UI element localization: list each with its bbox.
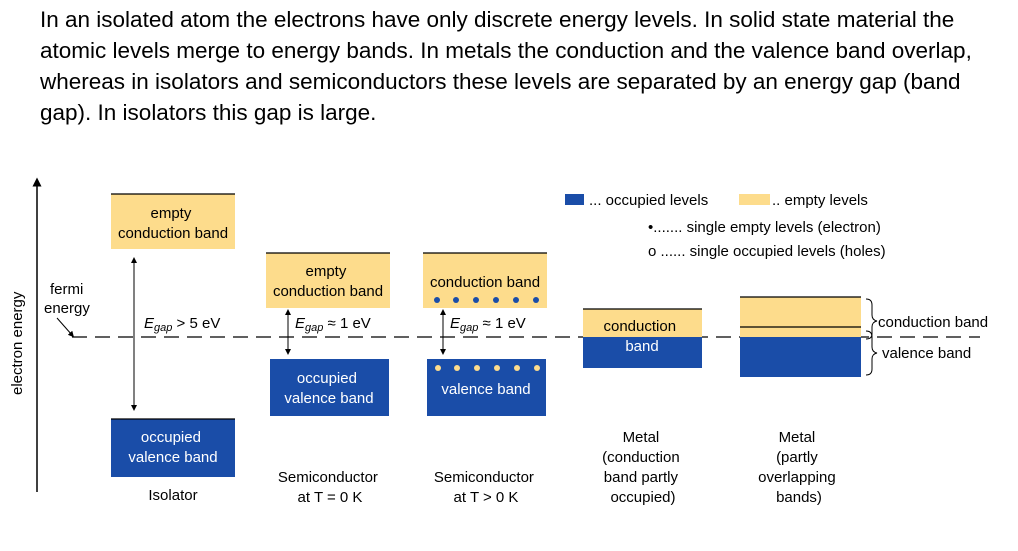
semiT-valence-band — [427, 359, 546, 416]
semiT-caption: Semiconductor at T > 0 K — [434, 469, 538, 506]
legend-electron-label: •....... single empty levels (electron) — [648, 219, 881, 236]
metal2-caption: Metal (partly overlapping bands) — [758, 429, 840, 506]
legend-occupied-swatch — [565, 194, 584, 205]
metal1-band-occupied — [583, 337, 702, 368]
semi0-conduction-band — [266, 253, 390, 308]
hole-dot — [454, 365, 460, 371]
hole-dot — [514, 365, 520, 371]
metal1-band-empty — [583, 309, 702, 337]
electron-dot — [533, 297, 539, 303]
semiT-conduction-label: conduction band — [430, 274, 540, 291]
metal2-valence-label: valence band — [882, 345, 971, 362]
semiconductor-tk-column: conduction band Egap ≈ 1 eV valence band… — [423, 252, 547, 506]
hole-dot — [494, 365, 500, 371]
semi0-conduction-label: empty conduction band — [273, 263, 383, 300]
metal2-valence-band — [740, 337, 861, 377]
metal2-conduction-band — [740, 297, 861, 337]
isolator-conduction-band — [111, 194, 235, 249]
metal-overlap-column: conduction band valence band Metal (part… — [740, 296, 988, 506]
electron-dot — [493, 297, 499, 303]
isolator-conduction-label: empty conduction band — [118, 205, 228, 242]
fermi-pointer — [56, 317, 74, 338]
isolator-gap-label: Egap > 5 eV — [144, 315, 220, 334]
semiT-gap-label: Egap ≈ 1 eV — [450, 315, 526, 334]
isolator-column: empty conduction band Egap > 5 eV occupi… — [111, 193, 235, 504]
electron-dot — [473, 297, 479, 303]
semi0-caption: Semiconductor at T = 0 K — [278, 469, 382, 506]
semiT-valence-label: valence band — [441, 381, 530, 398]
electron-dots — [434, 297, 539, 303]
metal2-conduction-label: conduction band — [878, 314, 988, 331]
isolator-valence-label: occupied valence band — [128, 429, 217, 466]
electron-dot — [513, 297, 519, 303]
valence-brace — [865, 330, 878, 376]
legend-hole-label: o ...... single occupied levels (holes) — [648, 243, 886, 260]
electron-dot — [434, 297, 440, 303]
metal1-caption: Metal (conduction band partly occupied) — [602, 429, 684, 506]
semiT-conduction-band — [423, 253, 547, 308]
semi0-valence-label: occupied valence band — [284, 370, 373, 407]
semi0-gap-label: Egap ≈ 1 eV — [295, 315, 371, 334]
legend: ... occupied levels .. empty levels •...… — [565, 192, 886, 260]
intro-paragraph: In an isolated atom the electrons have o… — [40, 7, 972, 125]
fermi-label: fermi energy — [44, 281, 90, 317]
energy-axis-label: electron energy — [9, 291, 26, 395]
hole-dot — [435, 365, 441, 371]
semiconductor-0k-column: empty conduction band Egap ≈ 1 eV occupi… — [266, 252, 390, 506]
legend-occupied-label: ... occupied levels — [589, 192, 708, 209]
metal1-band-label: conduction band — [603, 318, 680, 355]
isolator-valence-band — [111, 419, 235, 477]
legend-empty-label: .. empty levels — [772, 192, 868, 209]
semi0-valence-band — [270, 359, 389, 416]
hole-dot — [534, 365, 540, 371]
electron-dot — [453, 297, 459, 303]
metal-partly-column: conduction band Metal (conduction band p… — [583, 308, 702, 506]
hole-dot — [474, 365, 480, 371]
legend-empty-swatch — [739, 194, 770, 205]
isolator-caption: Isolator — [148, 487, 197, 504]
hole-dots — [435, 365, 540, 371]
